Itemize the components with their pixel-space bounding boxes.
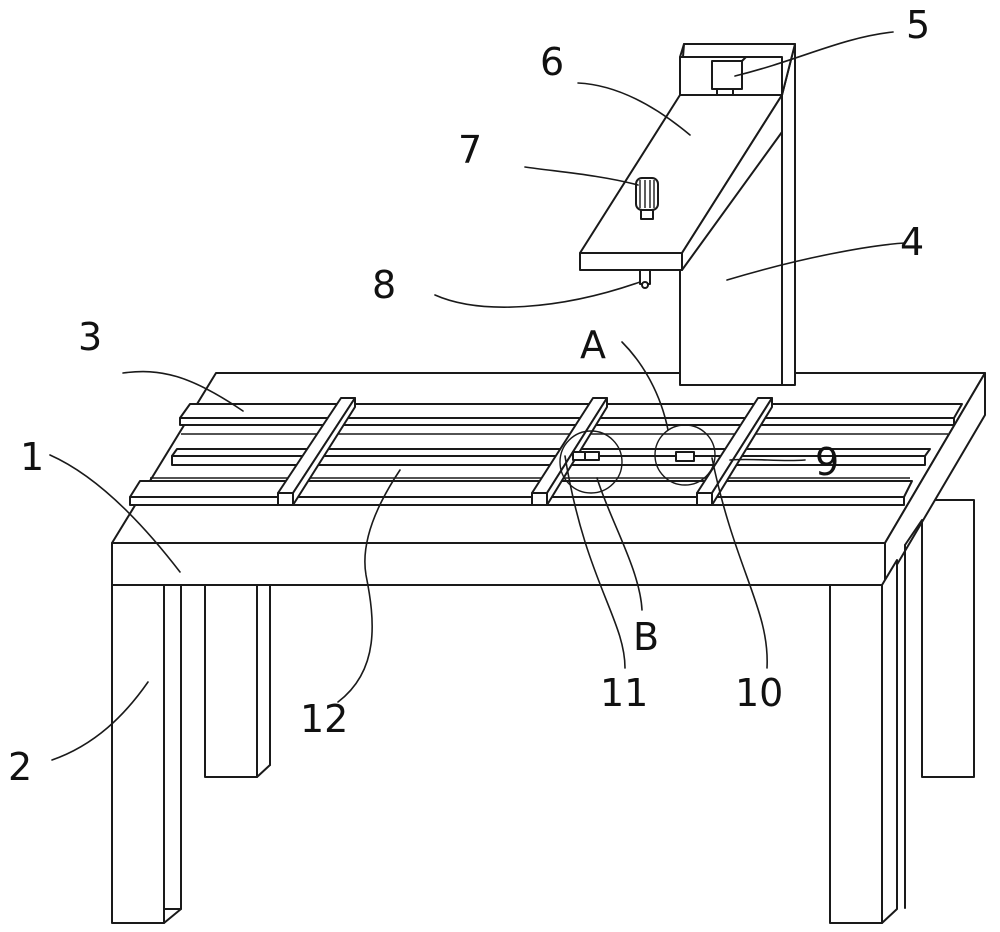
leader-2 bbox=[51, 681, 149, 761]
part-labels: 1 2 3 4 5 6 7 8 9 10 11 12 A B bbox=[8, 3, 930, 789]
slot-detail-b bbox=[559, 430, 623, 494]
leader-6 bbox=[577, 82, 691, 136]
cross-bar-left bbox=[277, 397, 356, 506]
inclined-arm bbox=[579, 94, 783, 271]
back-leg-right bbox=[921, 499, 975, 778]
leader-7 bbox=[524, 166, 639, 186]
arm-motor bbox=[635, 177, 659, 220]
label-8: 8 bbox=[372, 263, 396, 307]
leader-lines bbox=[49, 31, 906, 761]
leader-9 bbox=[729, 458, 806, 462]
label-A: A bbox=[580, 323, 606, 367]
label-7: 7 bbox=[458, 128, 482, 172]
label-4: 4 bbox=[900, 220, 924, 264]
back-leg-left bbox=[204, 584, 271, 778]
screw-detail-a bbox=[654, 424, 717, 486]
cross-bar-right bbox=[696, 397, 773, 506]
label-9: 9 bbox=[815, 440, 839, 484]
leader-1 bbox=[49, 454, 181, 573]
label-B: B bbox=[633, 615, 659, 659]
label-11: 11 bbox=[600, 671, 648, 715]
front-leg-left bbox=[111, 584, 182, 924]
leader-3 bbox=[122, 370, 244, 412]
leader-10 bbox=[711, 457, 768, 669]
leader-12 bbox=[337, 469, 401, 703]
right-side-support bbox=[904, 519, 923, 909]
label-6: 6 bbox=[540, 40, 564, 84]
leader-B bbox=[596, 477, 643, 611]
label-12: 12 bbox=[300, 697, 348, 741]
label-2: 2 bbox=[8, 745, 32, 789]
leader-8 bbox=[434, 281, 641, 308]
front-rail bbox=[129, 477, 913, 506]
leader-5 bbox=[734, 31, 894, 77]
label-1: 1 bbox=[20, 435, 44, 479]
leader-11 bbox=[564, 455, 626, 669]
probe bbox=[639, 269, 651, 289]
label-5: 5 bbox=[906, 3, 930, 47]
leader-A bbox=[621, 341, 669, 431]
label-10: 10 bbox=[735, 671, 783, 715]
leader-4 bbox=[726, 242, 906, 281]
label-3: 3 bbox=[78, 315, 102, 359]
front-leg-right bbox=[829, 559, 898, 924]
